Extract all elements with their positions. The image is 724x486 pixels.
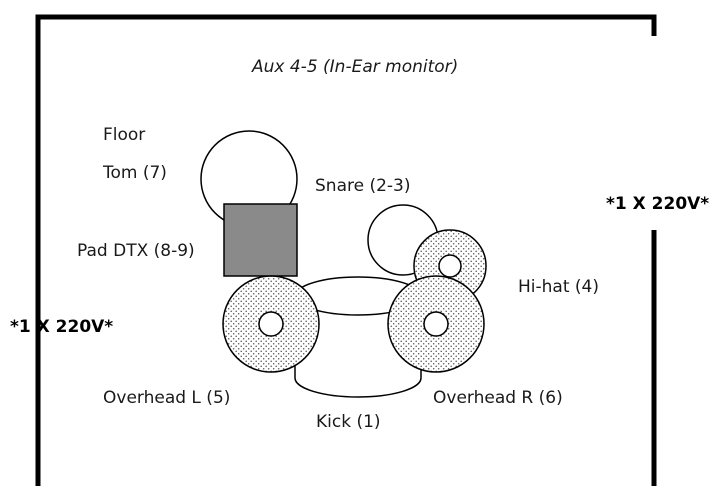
hihat-center — [438, 254, 462, 278]
stage-outline — [35, 14, 657, 486]
overhead-r-label: Overhead R (6) — [433, 388, 563, 408]
snare-label: Snare (2-3) — [315, 176, 411, 196]
pad-dtx — [223, 203, 298, 277]
pad-dtx-label: Pad DTX (8-9) — [77, 241, 195, 261]
floor-tom-label-line1: Floor — [103, 125, 146, 145]
power-outlet-left: *1 X 220V* — [10, 317, 114, 337]
floor-tom-label-line2: Tom (7) — [103, 163, 167, 183]
power-outlet-right: *1 X 220V* — [606, 194, 710, 214]
overhead-l-label: Overhead L (5) — [103, 388, 231, 408]
hihat-label: Hi-hat (4) — [518, 277, 599, 297]
kick-label: Kick (1) — [316, 412, 381, 432]
overhead-r-center — [423, 311, 449, 337]
overhead-l-center — [258, 311, 284, 337]
stage-title: Aux 4-5 (In-Ear monitor) — [252, 57, 459, 77]
